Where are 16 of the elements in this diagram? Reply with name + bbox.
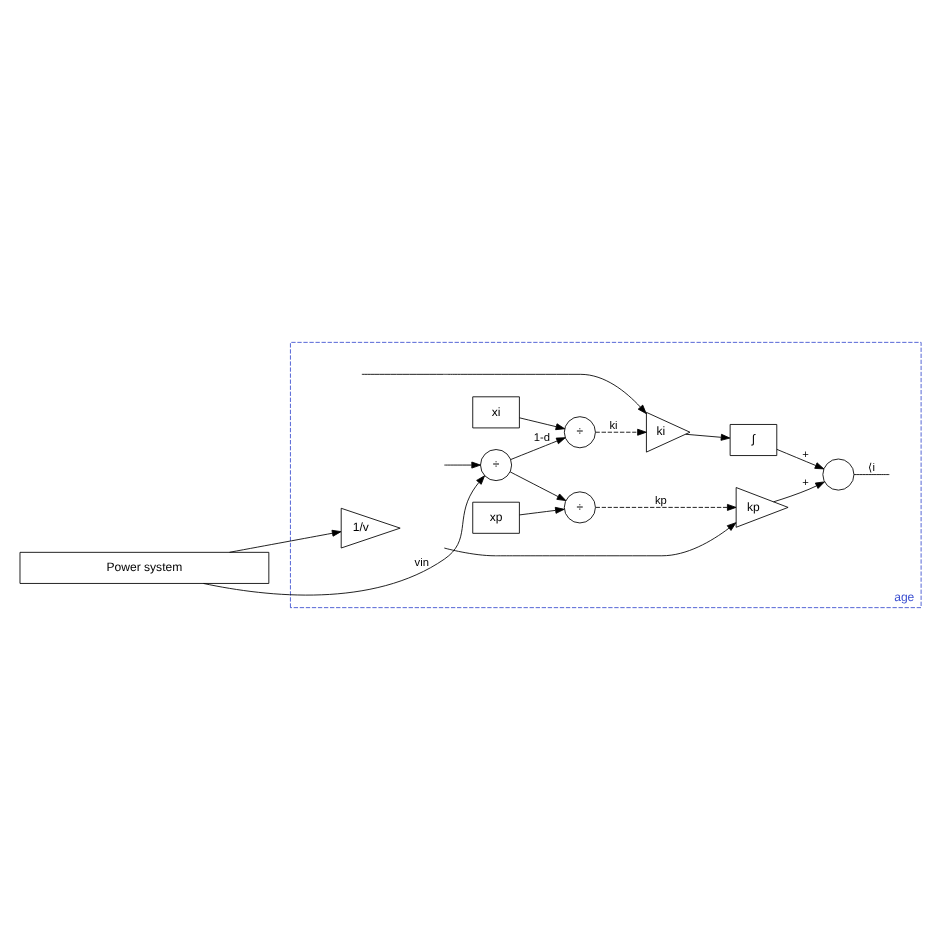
arrow: [510, 436, 566, 459]
arrow: [509, 470, 567, 501]
connector: [853, 473, 890, 474]
arrow: [361, 372, 647, 413]
arrow: [595, 427, 647, 435]
node-circle: [822, 457, 855, 490]
arrow: [595, 502, 737, 510]
arrow: [443, 521, 737, 556]
arrow: [685, 432, 731, 440]
arrow: [773, 480, 825, 502]
arrow: [443, 460, 481, 468]
arrow: [229, 528, 342, 552]
arrow: [519, 505, 565, 515]
arrow: [203, 474, 485, 595]
arrow: [776, 447, 825, 469]
arrow: [519, 416, 566, 430]
